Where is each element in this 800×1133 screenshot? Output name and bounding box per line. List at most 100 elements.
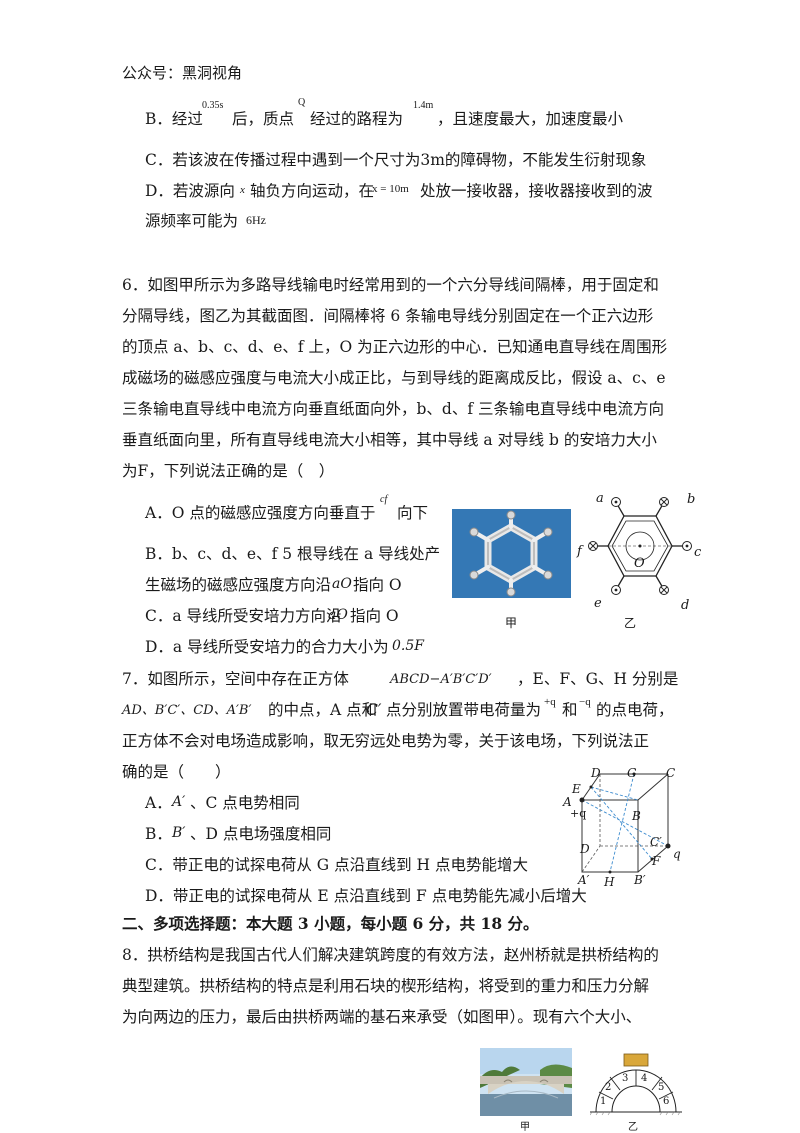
q5d-text-2: 轴负方向运动，在 (250, 182, 375, 200)
q7-l2-q1: +q (544, 696, 556, 708)
q6b-vector: aO (332, 576, 352, 592)
q6-figure-yi (588, 490, 698, 610)
q8-fig-yi-label: 乙 (628, 1122, 638, 1133)
q6-line-6: 垂直纸面向里，所有直导线电流大小相等，其中导线 a 对导线 b 的安培力大小 (122, 431, 657, 449)
q7-l1-a: 7．如图所示，空间中存在正方体 (122, 670, 349, 688)
q7-l2-b: 的中点，A 点和 (268, 701, 378, 719)
cube-label-d: D (591, 766, 601, 780)
q7a-text: 、C 点电势相同 (190, 794, 300, 812)
q6-line-5: 三条输电直导线中电流方向垂直纸面向外，b、d、f 三条输电直导线中电流方向 (122, 400, 665, 418)
section-2-heading: 二、多项选择题：本大题 3 小题，每小题 6 分，共 18 分。 (122, 914, 539, 933)
q7-cube-name: ABCD−A′B′C′D′ (390, 672, 492, 687)
q5d-text-1: D．若波源向 (145, 182, 235, 200)
q8-line-3: 为向两边的压力，最后由拱桥两端的基石来承受（如图甲）。现有六个大小、 (122, 1008, 642, 1026)
q7b-point: B′ (172, 825, 186, 841)
q5b-text-4: ，且速度最大，加速度最小 (437, 110, 624, 128)
q7-l2-a: AD、B′C′、CD、A′B′ (122, 703, 252, 718)
q5b-sup-q: Q (298, 97, 306, 108)
hexagon-diagram (588, 497, 692, 595)
q6c-vector: aO (328, 607, 348, 623)
q6c-text-2: 指向 O (350, 607, 399, 625)
block-number-1: 1 (600, 1096, 607, 1107)
q8-line-2: 典型建筑。拱桥结构的特点是利用石块的楔形结构，将受到的重力和压力分解 (122, 977, 650, 995)
stone-arch-bridge-photo (480, 1048, 572, 1116)
q6-line-1: 6．如图甲所示为多路导线输电时经常用到的一个六分导线间隔棒，用于固定和 (122, 276, 659, 294)
q6-line-4: 成磁场的磁感应强度与电流大小成正比，与到导线的距离成反比，假设 a、c、e (122, 369, 666, 387)
cube-diagram (579, 772, 671, 874)
q8-line-1: 8．拱桥结构是我国古代人们解决建筑跨度的有效方法，赵州桥就是拱桥结构的 (122, 946, 659, 964)
header-tag: 公众号：黑洞视角 (122, 64, 243, 82)
cube-label-cprime: C′ (650, 835, 662, 849)
hex-label-d: d (681, 598, 690, 613)
q5b-text-1: B．经过 (145, 110, 203, 128)
q7b-prefix: B． (145, 825, 172, 843)
q7-l1-b: ，E、F、G、H 分别是 (517, 670, 679, 688)
q5b-text-2: 后，质点 (232, 110, 295, 128)
q8-figure-jia (480, 1048, 572, 1116)
q6-line-3: 的顶点 a、b、c、d、e、f 上，O 为正六边形的中心．已知通电直导线在周围形 (122, 338, 668, 356)
hex-label-f: f (577, 544, 582, 559)
cube-label-bprime: B′ (634, 873, 646, 887)
cube-label-f: F (652, 854, 661, 868)
q5b-sup-time: 0.35s (202, 100, 224, 111)
q7-option-c: C．带正电的试探电荷从 G 点沿直线到 H 点电势能增大 (145, 856, 528, 874)
cube-label-plusq: +q (570, 807, 587, 820)
cube-label-h: H (604, 875, 615, 889)
q6b-text-2: 指向 O (353, 576, 402, 594)
q7-l2-q2: −q (579, 696, 591, 708)
cube-label-b: B (632, 809, 641, 823)
q5d-x: x (240, 184, 245, 196)
hex-label-a: a (596, 491, 604, 506)
q7b-text: 、D 点电场强度相同 (190, 825, 332, 843)
q7-l2-e: 和 (562, 701, 578, 719)
q6-line-7: 为F，下列说法正确的是（ ） (122, 462, 335, 480)
block-number-4: 4 (641, 1073, 648, 1084)
hex-label-o: O (634, 556, 645, 571)
q6d-value: 0.5F (392, 638, 424, 654)
cube-label-q: q (673, 847, 681, 861)
block-number-5: 5 (658, 1082, 665, 1093)
q7-l2-f: 的点电荷， (596, 701, 674, 719)
q7a-prefix: A． (145, 794, 172, 812)
q5-option-c: C．若该波在传播过程中遇到一个尺寸为3m的障碍物，不能发生衍射现象 (145, 151, 647, 169)
q5b-sup-dist: 1.4m (413, 100, 434, 111)
q7-line-3: 正方体不会对电场造成影响，取无穷远处电势为零，关于该电场，下列说法正 (122, 732, 650, 750)
cube-label-c: C (666, 766, 676, 780)
q6d-text-1: D．a 导线所受安培力的合力大小为 (145, 638, 389, 656)
hex-label-b: b (687, 492, 696, 507)
arch-blocks-diagram (589, 1053, 682, 1116)
q6a-text-2: 向下 (397, 504, 429, 522)
q6a-sup: cf (380, 494, 388, 505)
q6c-text-1: C．a 导线所受安培力方向沿 (145, 607, 342, 625)
q6-figure-jia (452, 509, 571, 598)
q7-l2-c: C′ (366, 701, 382, 719)
q7-option-d: D．带正电的试探电荷从 E 点沿直线到 F 点电势能先减小后增大 (145, 887, 587, 905)
cube-label-e: E (572, 782, 581, 796)
q6-fig-yi-label: 乙 (624, 616, 637, 630)
q8-fig-jia-label: 甲 (520, 1122, 530, 1133)
q7a-point: A′ (172, 794, 186, 810)
q7-cube-figure (556, 764, 686, 884)
hex-label-c: c (694, 545, 702, 560)
hex-label-e: e (594, 596, 602, 611)
block-number-2: 2 (605, 1082, 612, 1093)
q5d-text-4: 源频率可能为 (145, 212, 239, 230)
block-number-3: 3 (622, 1073, 629, 1084)
q6b-text-1: 生磁场的磁感应强度方向沿 (145, 576, 332, 594)
q6-fig-jia-label: 甲 (505, 616, 518, 630)
cube-label-g: G (627, 766, 637, 780)
q6a-text-1: A．O 点的磁感应强度方向垂直于 (145, 504, 376, 522)
q5b-text-3: 经过的路程为 (310, 110, 404, 128)
q7-l2-d: 点分别放置带电荷量为 (386, 701, 542, 719)
cube-label-a: A (563, 795, 572, 809)
block-number-6: 6 (663, 1096, 670, 1107)
q6b-line-1: B．b、c、d、e、f 5 根导线在 a 导线处产 (145, 545, 441, 563)
q5d-text-3: 处放一接收器，接收器接收到的波 (420, 182, 653, 200)
q8-figure-yi (589, 1052, 682, 1116)
q6-line-2: 分隔导线，图乙为其截面图．间隔棒将 6 条输电导线分别固定在一个正六边形 (122, 307, 654, 325)
cube-label-dprime: D (580, 842, 590, 856)
q5d-eq: x = 10m (372, 183, 409, 195)
q7-line-4: 确的是（ ） (122, 763, 231, 781)
hex-spacer-photo (452, 509, 571, 598)
